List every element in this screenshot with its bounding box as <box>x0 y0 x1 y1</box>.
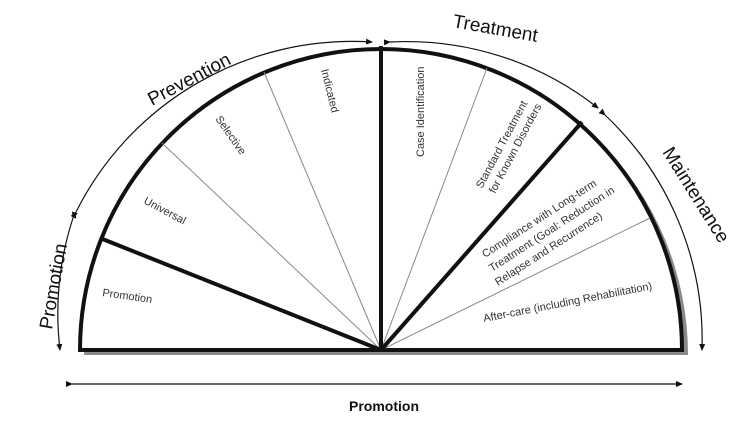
arrow-maintenance <box>598 108 706 351</box>
thick-dividers <box>99 46 584 352</box>
arc-label-maintenance: Maintenance <box>658 144 733 247</box>
bottom-label-promotion: Promotion <box>349 398 419 414</box>
arrow-treatment <box>383 39 599 109</box>
segment-label-case-identification: Case Identification <box>415 67 427 158</box>
outer-arrows <box>56 38 706 351</box>
arc-label-promotion-left: Promotion <box>36 242 72 331</box>
arc-label-treatment: Treatment <box>451 11 540 47</box>
arrow-prevention <box>70 38 373 219</box>
arrow-promotion-left <box>56 211 78 351</box>
